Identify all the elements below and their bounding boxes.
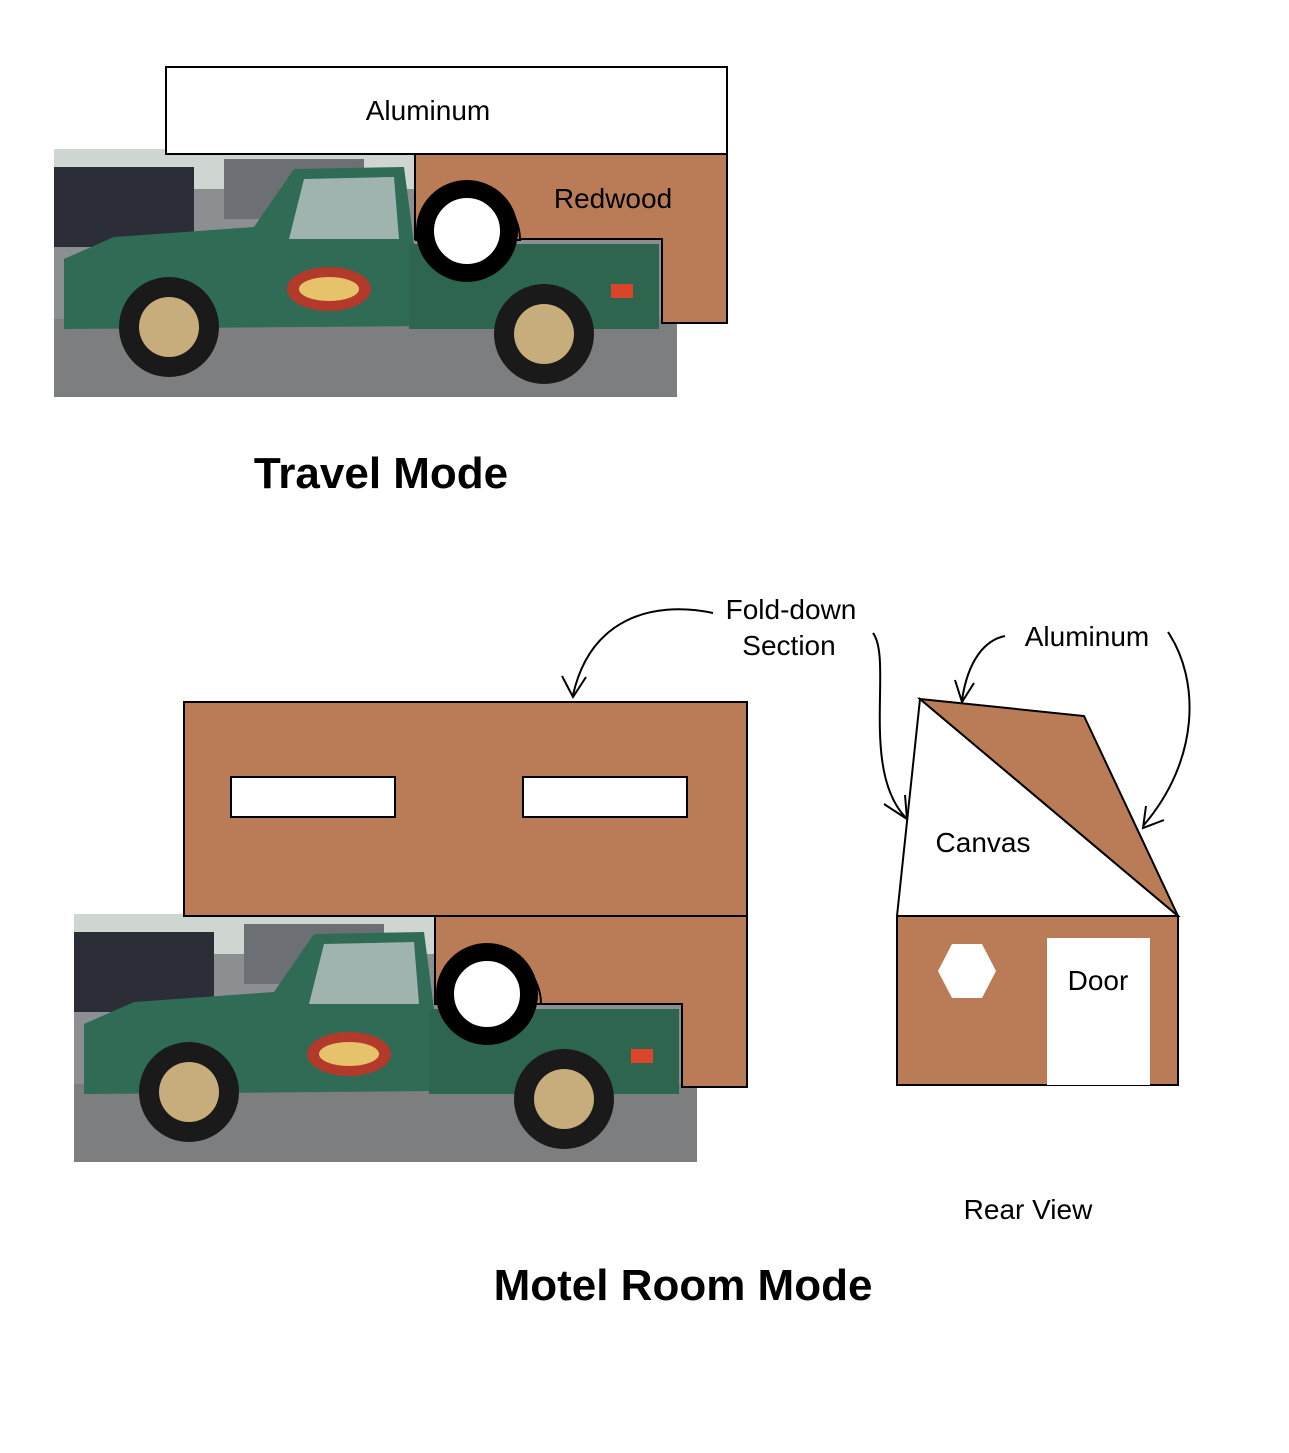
hexagon-window-icon xyxy=(938,944,996,998)
aluminum-roof-panel xyxy=(165,66,728,155)
travel-mode-title: Travel Mode xyxy=(254,449,508,498)
aluminum-arrow-right xyxy=(1142,631,1191,827)
aluminum-arrow-right-head-icon xyxy=(1141,805,1165,830)
motel-mode-diagram: Fold-down Section Motel Room Mode xyxy=(74,594,872,1310)
foldown-arrow-head-icon xyxy=(561,675,587,699)
aluminum-arrow-left-head-icon xyxy=(954,679,975,705)
aluminum-arrow-left xyxy=(961,635,1006,701)
spare-tire-icon-motel xyxy=(436,943,538,1045)
rear-aluminum-label: Aluminum xyxy=(1025,621,1149,652)
aluminum-roof-rear xyxy=(916,697,1179,917)
motel-mode-title: Motel Room Mode xyxy=(494,1261,873,1310)
rear-door xyxy=(1047,938,1150,1085)
spare-tire-icon xyxy=(416,180,518,282)
rear-view-diagram: Door Canvas Aluminum Rear View xyxy=(872,621,1191,1225)
canvas-label: Canvas xyxy=(936,827,1031,858)
foldown-label-line1: Fold-down xyxy=(726,594,857,625)
canvas-arrow-head-icon xyxy=(883,794,909,821)
foldown-arrow xyxy=(572,608,714,696)
rear-view-caption: Rear View xyxy=(964,1194,1093,1225)
canvas-arrow xyxy=(872,632,907,819)
foldown-label-line2: Section xyxy=(742,630,835,661)
window-left xyxy=(230,776,396,818)
door-label: Door xyxy=(1068,965,1129,996)
redwood-label: Redwood xyxy=(554,183,672,214)
window-right xyxy=(522,776,688,818)
aluminum-label: Aluminum xyxy=(366,95,490,126)
travel-mode-diagram: Aluminum Redwood Travel Mode xyxy=(54,66,728,498)
